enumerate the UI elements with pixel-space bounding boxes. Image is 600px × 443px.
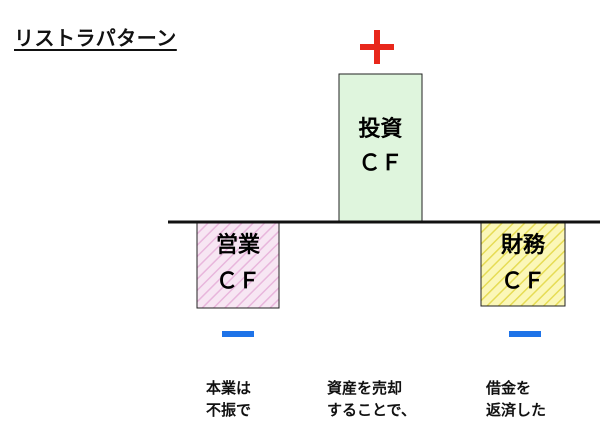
investing-cf-box [338,73,423,223]
financing-caption-line1: 借金を [486,379,532,397]
investing-caption-line2: することで、 [327,401,416,419]
financing-cf-label-line1: 財務 [501,232,546,258]
financing-caption: 借金を 返済した [486,377,546,421]
financing-cf-label-line2: ＣＦ [501,269,545,294]
operating-cf-box [196,221,280,309]
financing-cf-box [480,221,566,307]
operating-caption-line2: 不振で [206,401,252,419]
plus-sign-icon [360,30,394,64]
investing-cf-label-line1: 投資 [358,116,402,142]
investing-caption-line1: 資産を売却 [327,379,403,397]
operating-minus-sign-icon [222,331,254,337]
financing-minus-sign-icon [509,331,541,337]
investing-cf-label-line2: ＣＦ [358,151,402,176]
investing-caption: 資産を売却 することで、 [327,377,416,421]
operating-caption-line1: 本業は [206,379,252,397]
financing-caption-line2: 返済した [486,401,547,419]
operating-caption: 本業は 不振で [206,377,251,421]
page-title: リストラパターン [14,26,177,50]
operating-cf-label-line1: 営業 [216,232,261,258]
operating-cf-label-line2: ＣＦ [216,269,260,294]
